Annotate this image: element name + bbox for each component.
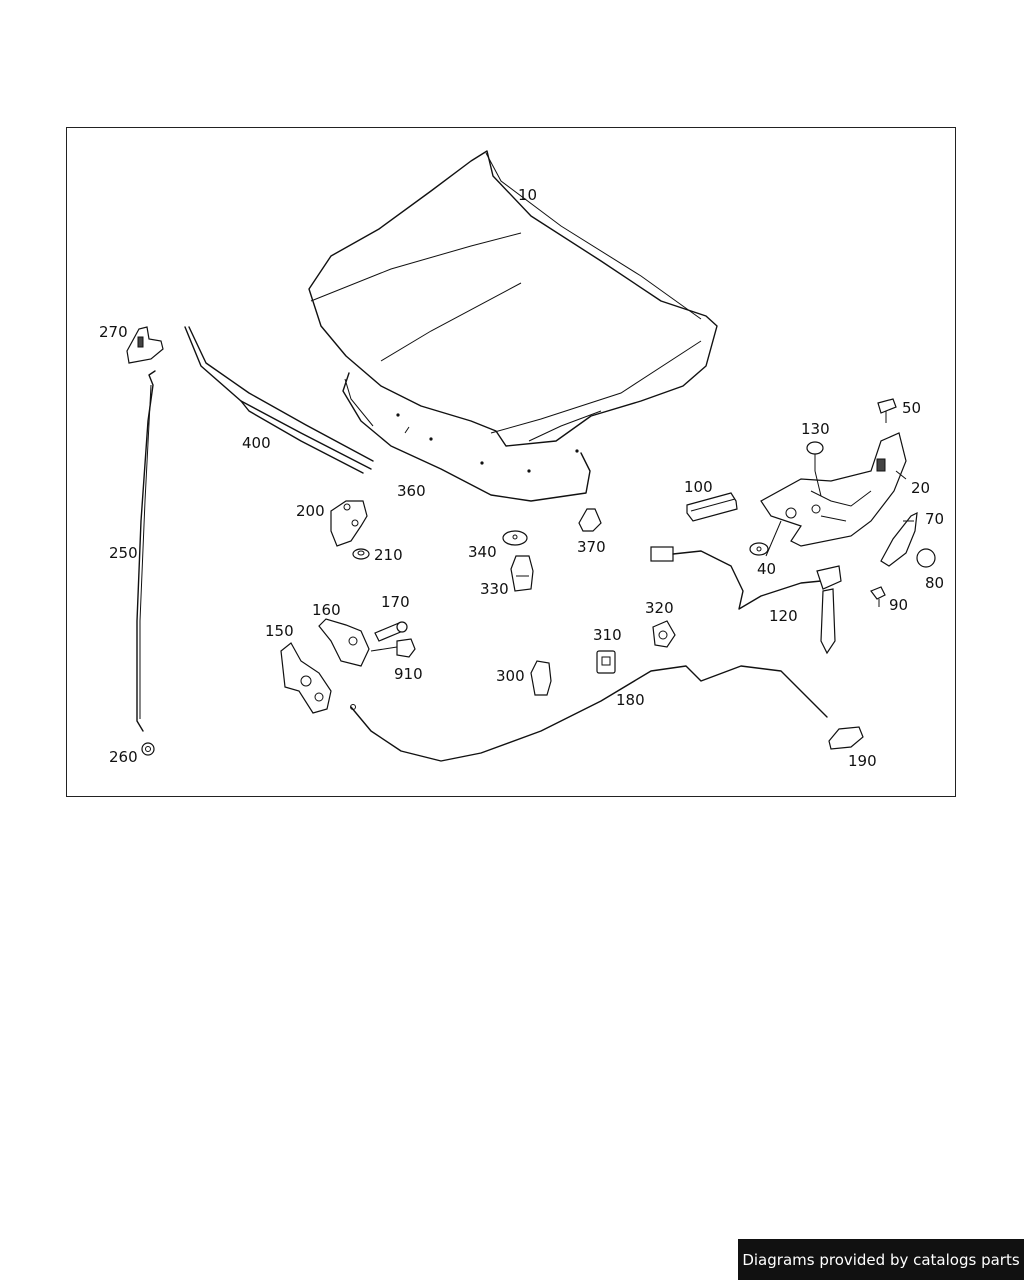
credit-banner: Diagrams provided by catalogs parts — [738, 1239, 1024, 1280]
bracket-270[interactable] — [126, 326, 164, 364]
washer-340[interactable] — [502, 530, 528, 546]
label-170: 170 — [381, 593, 410, 611]
label-50: 50 — [902, 399, 921, 417]
label-100: 100 — [684, 478, 713, 496]
label-910: 910 — [394, 665, 423, 683]
clip-370[interactable] — [578, 508, 602, 532]
label-300: 300 — [496, 667, 525, 685]
holder-310[interactable] — [596, 650, 616, 674]
label-160: 160 — [312, 601, 341, 619]
label-210: 210 — [374, 546, 403, 564]
label-310: 310 — [593, 626, 622, 644]
label-180: 180 — [616, 691, 645, 709]
clip-330[interactable] — [510, 555, 534, 592]
lock-bracket-160[interactable] — [318, 618, 370, 667]
sensor-120[interactable] — [650, 546, 842, 655]
nut-210[interactable] — [352, 548, 370, 560]
label-200: 200 — [296, 502, 325, 520]
bolt-170[interactable] — [374, 621, 408, 642]
label-150: 150 — [265, 622, 294, 640]
hood-lock-assembly-20[interactable] — [760, 432, 907, 547]
leader-lines — [765, 470, 914, 557]
bolt-50[interactable] — [877, 398, 897, 423]
label-330: 330 — [480, 580, 509, 598]
washer-40[interactable] — [749, 542, 769, 556]
bumper-pad-100[interactable] — [686, 492, 738, 522]
seal-strip[interactable] — [184, 326, 374, 474]
label-340: 340 — [468, 543, 497, 561]
release-cable-180[interactable] — [350, 665, 828, 762]
cover-70[interactable] — [880, 511, 918, 567]
label-320: 320 — [645, 599, 674, 617]
label-90: 90 — [889, 596, 908, 614]
hood-panel[interactable] — [308, 150, 718, 447]
hood-insulation-pad[interactable] — [342, 372, 591, 502]
parts-diagram: 10 20 40 50 70 80 90 100 120 130 150 160… — [99, 150, 944, 770]
grommet-260[interactable] — [141, 742, 155, 756]
screw-90[interactable] — [870, 586, 886, 607]
label-260: 260 — [109, 748, 138, 766]
bracket-200[interactable] — [330, 500, 368, 547]
label-370: 370 — [577, 538, 606, 556]
label-250: 250 — [109, 544, 138, 562]
lock-mechanism-150[interactable] — [280, 642, 332, 714]
label-190: 190 — [848, 752, 877, 770]
clip-300[interactable] — [530, 660, 552, 696]
label-400: 400 — [242, 434, 271, 452]
diagram-frame: 10 20 40 50 70 80 90 100 120 130 150 160… — [66, 127, 956, 797]
label-80: 80 — [925, 574, 944, 592]
label-10: 10 — [518, 186, 537, 204]
label-120: 120 — [769, 607, 798, 625]
grommet-80[interactable] — [916, 548, 936, 568]
label-270: 270 — [99, 323, 128, 341]
label-360: 360 — [397, 482, 426, 500]
nut-130[interactable] — [806, 441, 824, 471]
clip-910[interactable] — [370, 638, 416, 658]
label-20: 20 — [911, 479, 930, 497]
label-130: 130 — [801, 420, 830, 438]
label-40: 40 — [757, 560, 776, 578]
label-70: 70 — [925, 510, 944, 528]
clamp-320[interactable] — [652, 620, 676, 648]
release-handle-190[interactable] — [828, 726, 864, 750]
hood-support-rod[interactable] — [136, 370, 156, 732]
credit-text: Diagrams provided by catalogs parts — [742, 1250, 1020, 1269]
